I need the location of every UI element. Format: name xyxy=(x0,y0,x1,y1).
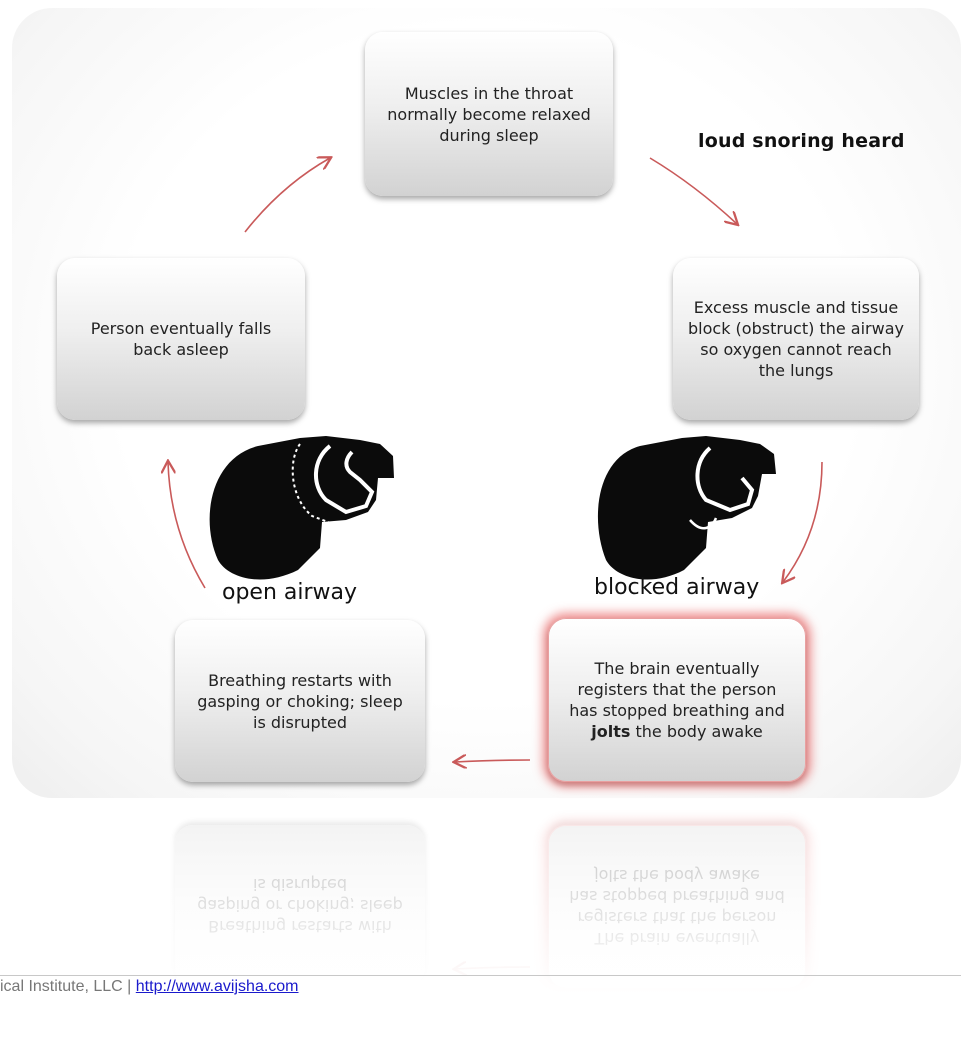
node-falls-asleep: Person eventually falls back asleep xyxy=(57,258,305,420)
node-throat-text: Muscles in the throat normally become re… xyxy=(387,83,591,145)
reflection-breathing-box: Breathing restarts with gasping or choki… xyxy=(175,825,425,987)
node-brain-text-pre: The brain eventually registers that the … xyxy=(569,659,785,720)
reflection-arrow xyxy=(0,805,531,1045)
open-airway-head-icon xyxy=(209,436,394,580)
arrow-breathing-to-asleep xyxy=(168,462,206,589)
blocked-airway-head-icon xyxy=(597,436,776,580)
reflection-brain-text: The brain eventually registers that the … xyxy=(569,866,785,948)
node-brain-text: The brain eventually registers that the … xyxy=(563,658,791,742)
node-throat-muscles: Muscles in the throat normally become re… xyxy=(365,32,613,196)
footer-text: ical Institute, LLC | xyxy=(0,978,136,995)
arrow-throat-to-obstruct xyxy=(649,157,737,224)
reflection-breathing-text: Breathing restarts with gasping or choki… xyxy=(197,875,403,937)
blocked-airway-label: blocked airway xyxy=(594,575,760,600)
node-breathing-text: Breathing restarts with gasping or choki… xyxy=(197,670,403,732)
node-obstruct-text: Excess muscle and tissue block (obstruct… xyxy=(688,298,904,380)
node-brain-text-bold: jolts xyxy=(591,722,631,741)
footer-divider xyxy=(0,975,961,976)
open-airway-label: open airway xyxy=(222,580,358,605)
sleep-apnea-cycle-diagram: Muscles in the throat normally become re… xyxy=(0,0,961,1005)
snoring-label: loud snoring heard xyxy=(698,130,905,152)
reflection-area: Breathing restarts with gasping or choki… xyxy=(0,805,961,1045)
arrow-asleep-to-throat xyxy=(244,158,330,233)
reflection-content: Breathing restarts with gasping or choki… xyxy=(0,805,961,1045)
footer-link[interactable]: http://www.avijsha.com xyxy=(135,978,299,995)
diagram-graphics xyxy=(0,0,823,800)
reflection-brain-box: The brain eventually registers that the … xyxy=(548,825,806,989)
footer: ical Institute, LLC | http://www.avijsha… xyxy=(0,978,299,996)
arrow-brain-to-breathing xyxy=(455,760,531,762)
node-asleep-text: Person eventually falls back asleep xyxy=(90,319,272,359)
node-airway-obstructed: Excess muscle and tissue block (obstruct… xyxy=(673,258,919,420)
arrow-obstruct-to-brain xyxy=(783,461,823,582)
node-breathing-restarts: Breathing restarts with gasping or choki… xyxy=(175,620,425,782)
node-brain-jolts: The brain eventually registers that the … xyxy=(548,618,806,782)
node-brain-text-post: the body awake xyxy=(635,722,763,741)
